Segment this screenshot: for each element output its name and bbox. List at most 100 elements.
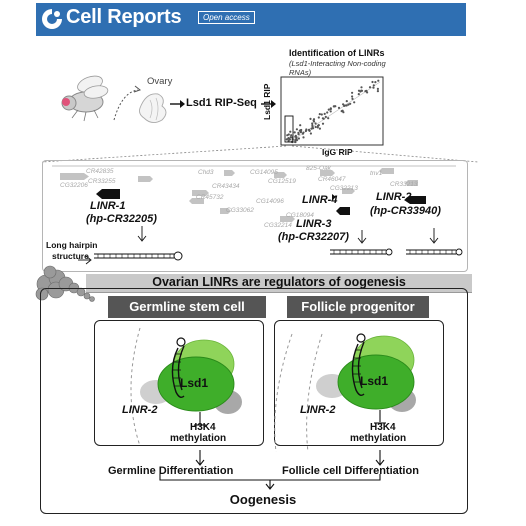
oogenesis-label: Oogenesis <box>229 492 297 507</box>
ovary-label: Ovary <box>147 76 173 87</box>
linr4-label: LINR-4 <box>302 194 338 206</box>
gene-label: CG14095 <box>250 169 278 176</box>
scatter-point <box>342 111 345 114</box>
scatter-point <box>299 124 302 127</box>
hairpin-icon <box>330 248 393 256</box>
gene-label: CG32206 <box>60 182 88 189</box>
gene-label: CR43434 <box>212 183 240 190</box>
scatter-point <box>288 138 291 141</box>
plot-subtitle-line-1: (Lsd1-Interacting Non-coding <box>289 59 386 68</box>
gene-label: CG14096 <box>256 198 284 205</box>
scatter-point <box>324 115 327 118</box>
panel-title-follicle: Follicle progenitor <box>287 296 429 318</box>
plot-x-axis-label: IgG RIP <box>322 147 353 157</box>
scatter-point <box>343 104 347 107</box>
scatter-point <box>310 127 313 130</box>
scatter-point <box>323 112 326 115</box>
gene-label: CR42835 <box>86 168 114 175</box>
gene-label: CR46047 <box>318 176 346 183</box>
gene-label: CG33062 <box>226 207 254 214</box>
linr1-label: LINR-1 <box>90 200 126 212</box>
scatter-point <box>374 81 377 84</box>
h3k4-label-left: H3K4 <box>190 422 216 433</box>
scatter-point <box>318 127 321 130</box>
mechanism-illustration <box>130 327 416 490</box>
scatter-point <box>353 101 356 104</box>
scatter-point <box>327 117 330 120</box>
linr2-label-right: LINR-2 <box>300 404 336 416</box>
scatter-point <box>372 86 375 89</box>
scatter-point <box>295 137 298 140</box>
panel-title-germline: Germline stem cell <box>108 296 266 318</box>
linr2-label: LINR-2 <box>376 191 412 203</box>
scatter-point <box>302 131 305 134</box>
scatter-point <box>316 126 319 129</box>
scatter-point <box>376 87 379 90</box>
linr3-id: (hp-CR32207) <box>278 231 349 243</box>
gene-label: CR33255 <box>88 178 116 185</box>
ovary-dotted-arrow <box>113 85 142 121</box>
plot-subtitle-line-2: RNAs) <box>289 68 312 77</box>
scatter-point <box>329 107 332 111</box>
gene-label: CG18094 <box>286 212 314 219</box>
lsd1-complex-follicle <box>316 333 416 412</box>
gene-label: CG12519 <box>268 178 296 185</box>
scatter-point <box>371 80 374 84</box>
scatter-point <box>321 117 324 120</box>
hairpin-label-line-1: Long hairpin <box>46 240 98 250</box>
scatter-point <box>314 122 317 125</box>
scatter-point <box>351 97 354 100</box>
scatter-point <box>334 105 337 108</box>
germline-differentiation-label: Germline Differentiation <box>108 465 234 477</box>
scatter-point <box>327 108 330 111</box>
scatter-point <box>366 91 369 94</box>
scatter-points <box>285 79 380 144</box>
scatter-point <box>294 140 297 144</box>
cell-reports-logo-icon <box>42 9 62 29</box>
scatter-point <box>295 139 299 142</box>
gene-label: CG32214 <box>264 222 292 229</box>
scatter-point <box>349 102 352 105</box>
scatter-point <box>360 86 363 89</box>
scatter-point <box>302 136 305 139</box>
methylation-label-left: methylation <box>170 433 227 444</box>
scatter-point <box>290 134 293 137</box>
journal-name[interactable]: Cell Reports <box>66 6 182 28</box>
follicle-differentiation-label: Follicle cell Differentiation <box>282 465 419 477</box>
follicle-cell-box <box>274 320 444 446</box>
scatter-point <box>308 129 311 132</box>
scatter-point <box>321 122 325 125</box>
scatter-point <box>357 89 361 92</box>
gene-label: CR33213 <box>390 181 418 188</box>
hairpin-label-line-2: structure <box>52 251 89 261</box>
scatter-point <box>318 113 321 116</box>
scatter-point <box>372 84 375 87</box>
scatter-point <box>312 119 315 122</box>
scatter-point <box>299 130 302 133</box>
linr1-id: (hp-CR32205) <box>86 213 157 225</box>
scatter-point <box>289 136 292 139</box>
hairpin-icon <box>94 251 183 261</box>
plot-y-axis-label: Lsd1 RIP <box>262 83 272 120</box>
scatter-point <box>360 89 363 92</box>
scatter-point <box>309 117 312 120</box>
scatter-point <box>345 100 348 103</box>
open-access-badge[interactable]: Open access <box>198 11 255 24</box>
scatter-point <box>317 116 320 119</box>
method-label: Lsd1 RIP-Seq <box>186 97 257 109</box>
methylation-label-right: methylation <box>350 433 407 444</box>
ovary-icon <box>139 93 167 123</box>
gene-label: CR45732 <box>196 194 224 201</box>
locus-arrows <box>52 165 456 222</box>
gene-label: Chd3 <box>198 169 214 176</box>
hairpin-structures <box>78 226 463 265</box>
scatter-point <box>289 130 292 133</box>
linr2-label-left: LINR-2 <box>122 404 158 416</box>
linr3-label: LINR-3 <box>296 218 332 230</box>
scatter-point <box>297 132 300 136</box>
scatter-point <box>309 132 312 135</box>
scatter-point <box>377 79 380 82</box>
scatter-point <box>317 124 320 127</box>
scatter-point <box>287 133 290 136</box>
